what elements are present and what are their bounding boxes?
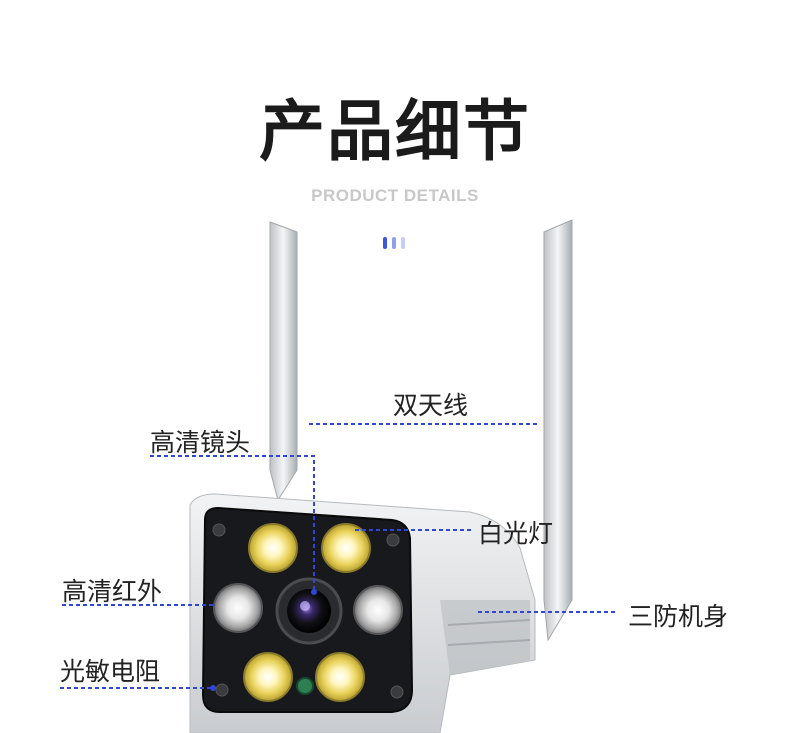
page-title: 产品细节 xyxy=(259,93,531,170)
callout-three-proof-body: 三防机身 xyxy=(628,602,729,631)
callout-photoresistor: 光敏电阻 xyxy=(60,657,161,686)
callout-dual-antenna: 双天线 xyxy=(393,391,469,420)
antenna-right xyxy=(543,219,573,642)
antenna-left xyxy=(269,221,298,502)
camera-body xyxy=(189,493,536,733)
callout-white-light: 白光灯 xyxy=(478,519,554,548)
callout-hd-infrared: 高清红外 xyxy=(62,577,163,606)
page-subtitle: PRODUCT DETAILS xyxy=(311,186,479,205)
dot-icon xyxy=(401,237,405,249)
callout-hd-lens: 高清镜头 xyxy=(150,428,251,457)
dot-icon xyxy=(383,237,387,249)
decor-dots xyxy=(383,237,413,249)
callout-lines xyxy=(60,423,618,689)
dot-icon xyxy=(392,237,396,249)
